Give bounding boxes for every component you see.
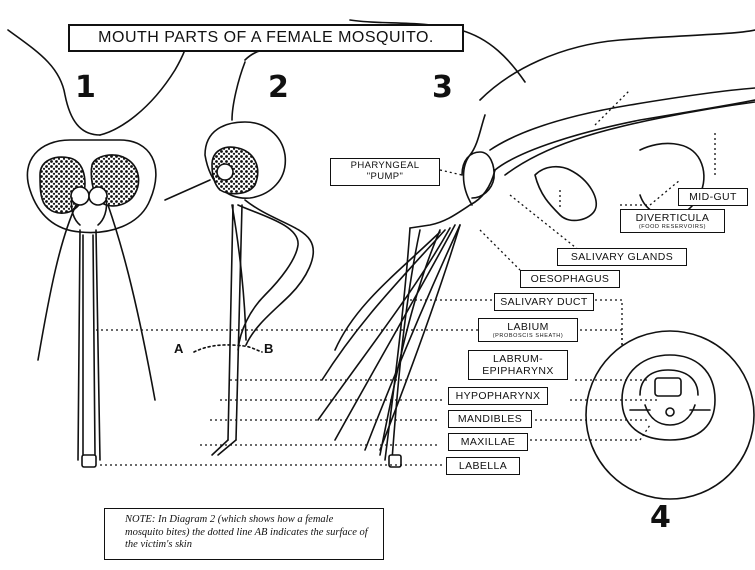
diagram-4-cross-section (586, 331, 754, 499)
label-pharyngeal-pump: PHARYNGEAL "PUMP" (330, 158, 440, 186)
diagram-number-3: 3 (432, 70, 453, 105)
label-mandibles: MANDIBLES (448, 410, 532, 428)
label-maxillae: MAXILLAE (448, 433, 528, 451)
label-salivary-duct: SALIVARY DUCT (494, 293, 594, 311)
skin-surface-line (194, 345, 262, 352)
label-diverticula: DIVERTICULA (FOOD RESERVOIRS) (620, 209, 725, 233)
label-labium-sub: (PROBOSCIS SHEATH) (482, 333, 574, 339)
diagram-number-2: 2 (268, 70, 289, 105)
point-b: B (264, 341, 273, 356)
label-diverticula-sub: (FOOD RESERVOIRS) (624, 224, 721, 230)
label-salivary-glands: SALIVARY GLANDS (557, 248, 687, 266)
label-labella: LABELLA (446, 457, 520, 475)
label-diverticula-text: DIVERTICULA (636, 212, 710, 224)
diagram-number-1: 1 (75, 70, 96, 105)
point-a: A (174, 341, 183, 356)
label-oesophagus: OESOPHAGUS (520, 270, 620, 288)
label-labrum-epipharynx: LABRUM-EPIPHARYNX (468, 350, 568, 380)
note-box: NOTE: In Diagram 2 (which shows how a fe… (104, 508, 384, 560)
diagram-number-4: 4 (650, 500, 671, 535)
diagram-2-head-side (165, 49, 313, 455)
label-labium: LABIUM (PROBOSCIS SHEATH) (478, 318, 578, 342)
title: MOUTH PARTS OF A FEMALE MOSQUITO. (68, 24, 464, 52)
diagram-1-head-front (8, 30, 190, 467)
label-labium-text: LABIUM (507, 321, 549, 333)
label-mid-gut: MID-GUT (678, 188, 748, 206)
label-hypopharynx: HYPOPHARYNX (448, 387, 548, 405)
